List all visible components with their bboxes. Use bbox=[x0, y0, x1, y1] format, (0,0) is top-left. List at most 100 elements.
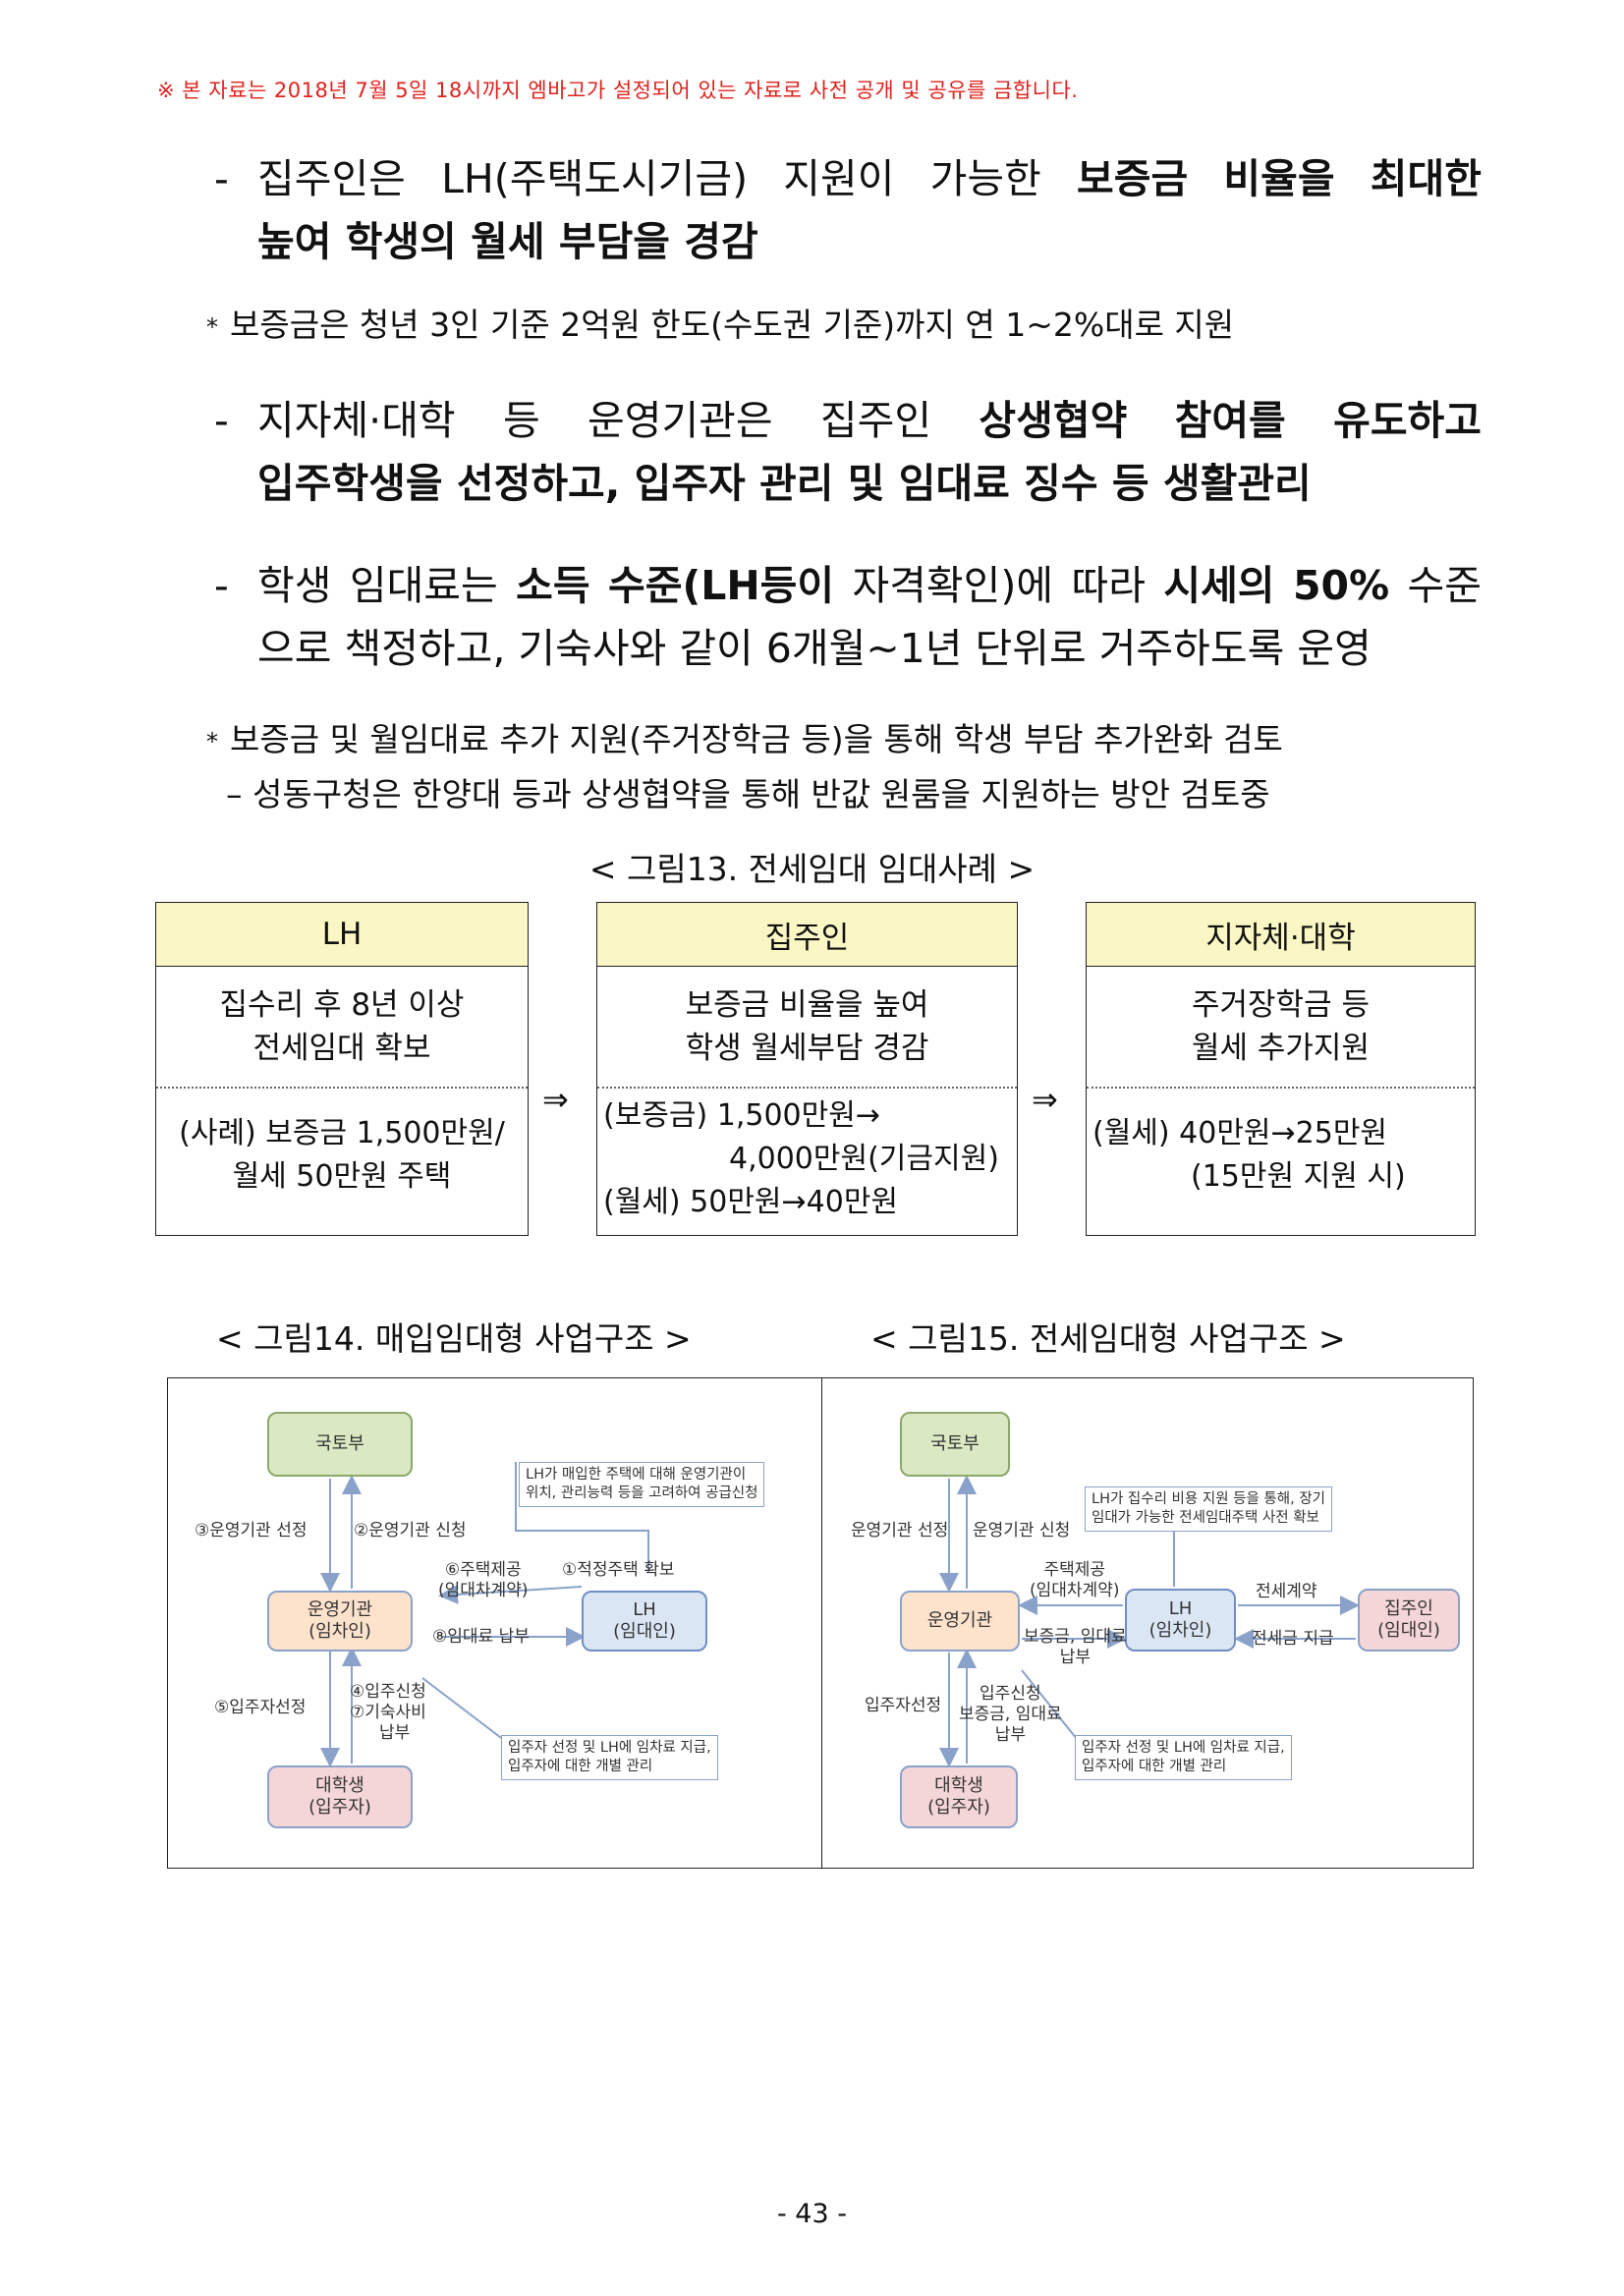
bullet-word: 자격확인)에 bbox=[852, 562, 1054, 609]
bullet-word: 등 bbox=[502, 397, 540, 444]
figure13-title: < 그림13. 전세임대 임대사례 > bbox=[588, 850, 1036, 888]
fig14-edge-rent: ⑧임대료 납부 bbox=[432, 1627, 530, 1647]
text: (임대차계약) bbox=[1030, 1581, 1120, 1600]
fig15-edge-apply: 운영기관 신청 bbox=[973, 1521, 1071, 1540]
fig14-edge-resident: ⑤입주자선정 bbox=[214, 1698, 307, 1717]
bullet-word: 운영기관은 bbox=[588, 397, 773, 444]
bullet-word: 유도하고 bbox=[1333, 397, 1482, 444]
text: (15만원 지원 시) bbox=[1191, 1159, 1406, 1194]
note-star: * bbox=[206, 312, 218, 341]
bullet-word: 상생협약 bbox=[979, 397, 1128, 444]
text: 월세 50만원 주택 bbox=[232, 1159, 452, 1194]
text: (보증금) 1,500만원→ bbox=[603, 1098, 880, 1133]
bullet-operator-line2: 입주학생을 선정하고, 입주자 관리 및 임대료 징수 등 생활관리 bbox=[214, 452, 1482, 515]
fig15-edge-resident: 입주자선정 bbox=[865, 1696, 942, 1715]
bullet-word: 학생 bbox=[257, 562, 332, 609]
text: 납부 bbox=[379, 1723, 411, 1743]
text: 보증금, 임대료 bbox=[1024, 1627, 1127, 1647]
fig15-edge-contract: 전세계약 bbox=[1256, 1582, 1317, 1601]
bullet-dash: - bbox=[214, 397, 229, 444]
text: 입주자에 대한 개별 관리 bbox=[508, 1759, 653, 1774]
fig14-student-node: 대학생(입주자) bbox=[267, 1765, 413, 1828]
text: 임대가 가능한 전세임대주택 사전 확보 bbox=[1092, 1510, 1319, 1526]
embargo-notice: ※ 본 자료는 2018년 7월 5일 18시까지 엠바고가 설정되어 있는 자… bbox=[157, 79, 1079, 102]
text: (임차인) bbox=[308, 1621, 371, 1642]
text: (임대인) bbox=[1377, 1620, 1440, 1641]
text: 보증금 비율을 높여 bbox=[685, 987, 929, 1023]
fig15-owner-node: 집주인(임대인) bbox=[1358, 1589, 1460, 1652]
fig13-header: LH bbox=[156, 903, 528, 967]
text: (월세) 40만원→25만원 bbox=[1092, 1116, 1388, 1150]
text: 집주인 bbox=[1384, 1598, 1433, 1619]
flow-arrow: ⇒ bbox=[542, 1081, 569, 1118]
text: 납부 bbox=[1059, 1648, 1091, 1667]
fig14-callout-manage: 입주자 선정 및 LH에 임차료 지급, 입주자에 대한 개별 관리 bbox=[501, 1735, 718, 1780]
diagram-frame bbox=[167, 1377, 1474, 1869]
text: (사례) 보증금 1,500만원/ bbox=[179, 1116, 505, 1150]
text: 납부 bbox=[994, 1725, 1026, 1745]
text: 4,000만원(기금지원) bbox=[729, 1142, 999, 1176]
bullet-dash: - bbox=[214, 562, 229, 609]
fig13-example: (보증금) 1,500만원→ 4,000만원(기금지원) (월세) 50만원→4… bbox=[597, 1089, 1017, 1224]
fig15-edge-select: 운영기관 선정 bbox=[851, 1521, 949, 1540]
bullet-word: 임대료는 bbox=[349, 562, 498, 609]
text: 대학생 bbox=[934, 1775, 983, 1796]
fig15-student-node: 대학생(입주자) bbox=[900, 1765, 1018, 1828]
text: 집수리 후 8년 이상 bbox=[219, 987, 465, 1023]
fig15-edge-deposit: 전세금 지급 bbox=[1252, 1629, 1334, 1649]
bullet-word: 따라 bbox=[1071, 562, 1146, 609]
text: (임차인) bbox=[1148, 1620, 1212, 1641]
bullet-word: 지자체·대학 bbox=[257, 397, 456, 444]
text: LH bbox=[633, 1599, 656, 1620]
text: (입주자) bbox=[308, 1797, 371, 1818]
note-seongdong: – 성동구청은 한양대 등과 상생협약을 통해 반값 원룸을 지원하는 방안 검… bbox=[226, 768, 1270, 815]
figure15-title: < 그림15. 전세임대형 사업구조 > bbox=[870, 1319, 1346, 1358]
text: 입주자 선정 및 LH에 임차료 지급, bbox=[1082, 1740, 1285, 1756]
note-deposit-limit: * 보증금은 청년 3인 기준 2억원 한도(수도권 기준)까지 연 1~2%대로… bbox=[206, 299, 1234, 346]
text: LH가 매입한 주택에 대해 운영기관이 bbox=[526, 1467, 747, 1483]
fig13-header: 집주인 bbox=[597, 903, 1017, 967]
fig14-lh-node: LH(임대인) bbox=[582, 1591, 707, 1652]
text: LH가 집수리 비용 지원 등을 통해, 장기 bbox=[1092, 1491, 1326, 1507]
text: 전세임대 확보 bbox=[252, 1031, 431, 1066]
text: 입주자 선정 및 LH에 임차료 지급, bbox=[508, 1740, 711, 1756]
note-text: 보증금은 청년 3인 기준 2억원 한도(수도권 기준)까지 연 1~2%대로 … bbox=[230, 306, 1235, 344]
bullet-word: 가능한 bbox=[929, 155, 1041, 202]
bullet-word: 최대한 bbox=[1370, 155, 1482, 202]
fig14-edge-apply: ②운영기관 신청 bbox=[354, 1521, 467, 1540]
bullet-word: 참여를 bbox=[1174, 397, 1286, 444]
text: 대학생 bbox=[315, 1775, 364, 1796]
bullet-word: 소득 bbox=[516, 562, 590, 609]
bullet-dash: - bbox=[214, 155, 229, 202]
text: 위치, 관리능력 등을 고려하여 공급신청 bbox=[526, 1485, 758, 1501]
bullet-word: 시세의 bbox=[1163, 562, 1275, 609]
text: (임대인) bbox=[613, 1621, 676, 1642]
text: 높여 학생의 월세 부담을 경감 bbox=[257, 218, 758, 265]
bullet-word: 집주인은 bbox=[257, 155, 406, 202]
fig14-operator-node: 운영기관(임차인) bbox=[267, 1591, 413, 1652]
text: ④입주신청 bbox=[350, 1682, 426, 1702]
bullet-word: LH(주택도시기금) bbox=[441, 155, 749, 202]
fig15-operator-node: 운영기관 bbox=[900, 1591, 1020, 1652]
text: LH bbox=[1168, 1598, 1193, 1619]
diagram-divider bbox=[821, 1377, 822, 1869]
note-star: * bbox=[206, 727, 218, 756]
fig15-lh-node: LH(임차인) bbox=[1125, 1589, 1236, 1652]
fig14-molit-node: 국토부 bbox=[267, 1412, 413, 1477]
bullet-word: 지원이 bbox=[783, 155, 895, 202]
bullet-word: 수준 bbox=[1407, 562, 1482, 609]
fig14-edge-secure: ①적정주택 확보 bbox=[562, 1560, 675, 1580]
